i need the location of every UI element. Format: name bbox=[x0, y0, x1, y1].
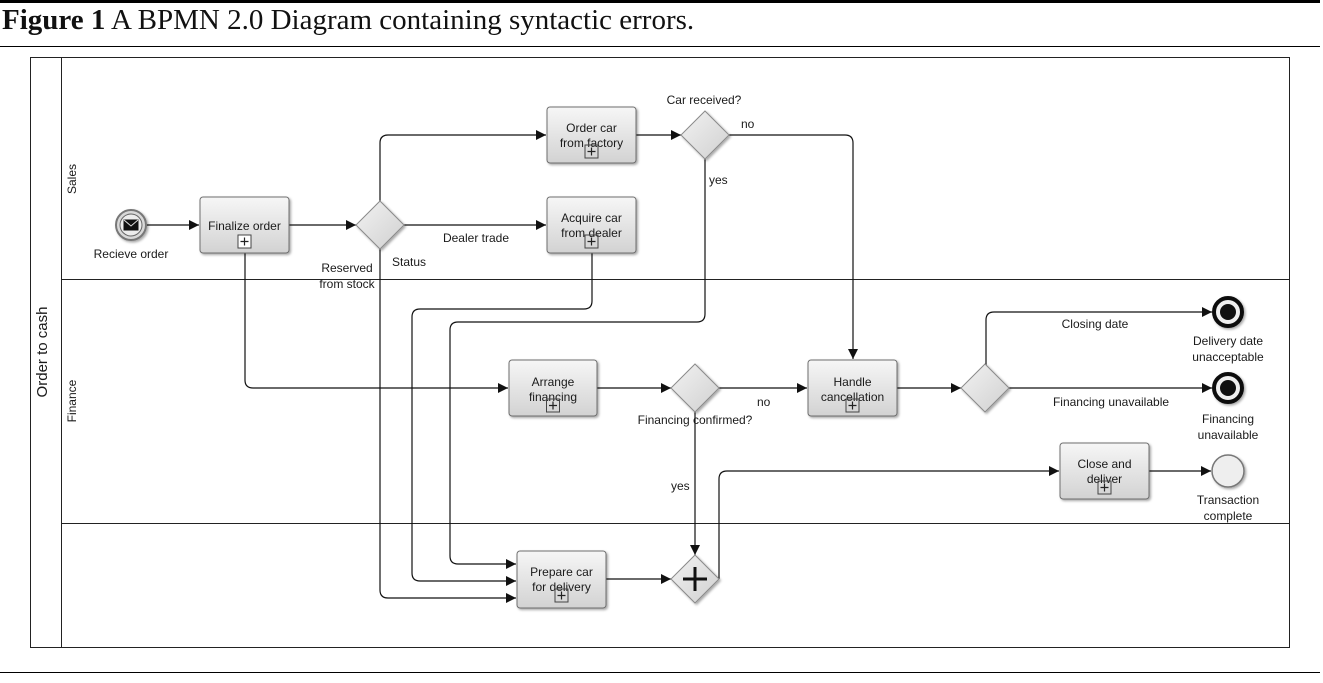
gateway-parallel[interactable] bbox=[670, 554, 720, 604]
label-dealer-trade: Dealer trade bbox=[443, 231, 509, 245]
sequence-flows bbox=[147, 130, 1212, 603]
task-label-line2: cancellation bbox=[821, 390, 884, 404]
task-label: Finalize order bbox=[208, 219, 281, 233]
label-transaction-line1: Transaction bbox=[1197, 493, 1259, 507]
pool-border bbox=[30, 57, 1290, 648]
label-recieve-order: Recieve order bbox=[94, 247, 169, 261]
subprocess-marker-icon bbox=[554, 588, 569, 603]
subprocess-marker-icon bbox=[584, 234, 599, 249]
flow-car-received-no[interactable] bbox=[729, 134, 858, 359]
task-arrange-financing[interactable]: Arrange financing bbox=[508, 359, 598, 417]
figure-label: Figure 1 bbox=[2, 4, 106, 36]
label-financing-end-line2: unavailable bbox=[1198, 428, 1259, 442]
gateway-status[interactable] bbox=[355, 200, 405, 250]
task-label-line2: financing bbox=[529, 390, 577, 404]
subprocess-marker-icon bbox=[1097, 480, 1112, 495]
task-label-line2: deliver bbox=[1087, 472, 1122, 486]
flow-parallel-to-close[interactable] bbox=[718, 466, 1059, 579]
subprocess-marker-icon bbox=[546, 398, 560, 413]
flow-finalize-to-financing[interactable] bbox=[244, 253, 508, 393]
lane-label-finance: Finance bbox=[65, 379, 79, 422]
figure-caption: Figure 1 A BPMN 2.0 Diagram containing s… bbox=[2, 4, 694, 37]
label-financing-unavailable-flow: Financing unavailable bbox=[1053, 395, 1169, 409]
task-label-line1: Prepare car bbox=[530, 565, 593, 579]
diagram-labels: Recieve order Car received? no yes Deale… bbox=[94, 93, 1264, 523]
task-label-line1: Arrange bbox=[532, 375, 575, 389]
label-financing-confirmed: Financing confirmed? bbox=[638, 413, 753, 427]
task-close-and-deliver[interactable]: Close and deliver bbox=[1059, 442, 1150, 500]
envelope-icon bbox=[123, 219, 139, 231]
task-label-line1: Order car bbox=[566, 121, 617, 135]
task-order-car[interactable]: Order car from factory bbox=[546, 106, 637, 164]
task-label-line1: Acquire car bbox=[561, 211, 622, 225]
label-closing-date: Closing date bbox=[1062, 317, 1129, 331]
task-label-line2: from dealer bbox=[561, 226, 622, 240]
gateway-cancellation-outcome[interactable] bbox=[960, 363, 1010, 413]
task-label-line1: Handle bbox=[833, 375, 871, 389]
start-event-message[interactable] bbox=[115, 209, 147, 241]
label-transaction-line2: complete bbox=[1204, 509, 1253, 523]
gateway-financing-confirmed[interactable] bbox=[670, 363, 720, 413]
pool-label: Order to cash bbox=[34, 307, 51, 398]
label-financing-end-line1: Financing bbox=[1202, 412, 1254, 426]
task-label-line2: from factory bbox=[560, 136, 623, 150]
label-reserved-line2: from stock bbox=[319, 277, 375, 291]
bottom-rule bbox=[0, 672, 1320, 673]
task-label-line1: Close and bbox=[1077, 457, 1131, 471]
task-finalize-order[interactable]: Finalize order bbox=[199, 196, 290, 254]
caption-text: A BPMN 2.0 Diagram containing syntactic … bbox=[111, 4, 695, 36]
label-car-received: Car received? bbox=[667, 93, 742, 107]
flow-acquire-to-prepare[interactable] bbox=[411, 253, 593, 586]
task-handle-cancellation[interactable]: Handle cancellation bbox=[807, 359, 898, 417]
task-label-line2: for delivery bbox=[532, 580, 591, 594]
label-yes-car: yes bbox=[709, 173, 728, 187]
end-event-financing-unavailable[interactable] bbox=[1212, 372, 1244, 404]
label-delivery-date-line2: unacceptable bbox=[1192, 350, 1264, 364]
flow-reserved-to-prepare[interactable] bbox=[379, 249, 516, 603]
label-no-car: no bbox=[741, 117, 755, 131]
task-acquire-car[interactable]: Acquire car from dealer bbox=[546, 196, 637, 254]
flow-car-received-yes[interactable] bbox=[449, 159, 706, 569]
flow-status-to-order-car[interactable] bbox=[379, 130, 546, 201]
end-event-delivery-date[interactable] bbox=[1212, 296, 1244, 328]
top-rule bbox=[0, 0, 1320, 3]
end-event-transaction-complete[interactable] bbox=[1211, 454, 1245, 488]
lane-label-sales: Sales bbox=[65, 164, 79, 194]
plus-icon bbox=[683, 567, 707, 591]
label-delivery-date-line1: Delivery date bbox=[1193, 334, 1263, 348]
task-prepare-car[interactable]: Prepare car for delivery bbox=[516, 550, 607, 609]
pool bbox=[30, 57, 1290, 648]
gateway-car-received[interactable] bbox=[680, 110, 730, 160]
label-no-financing: no bbox=[757, 395, 771, 409]
subprocess-marker-icon bbox=[845, 398, 860, 413]
flow-gateway-closing-date[interactable] bbox=[985, 307, 1212, 365]
label-reserved-line1: Reserved bbox=[321, 261, 372, 275]
caption-rule bbox=[0, 46, 1320, 47]
subprocess-marker-icon bbox=[584, 144, 599, 159]
label-status: Status bbox=[392, 255, 426, 269]
label-yes-financing: yes bbox=[671, 479, 690, 493]
